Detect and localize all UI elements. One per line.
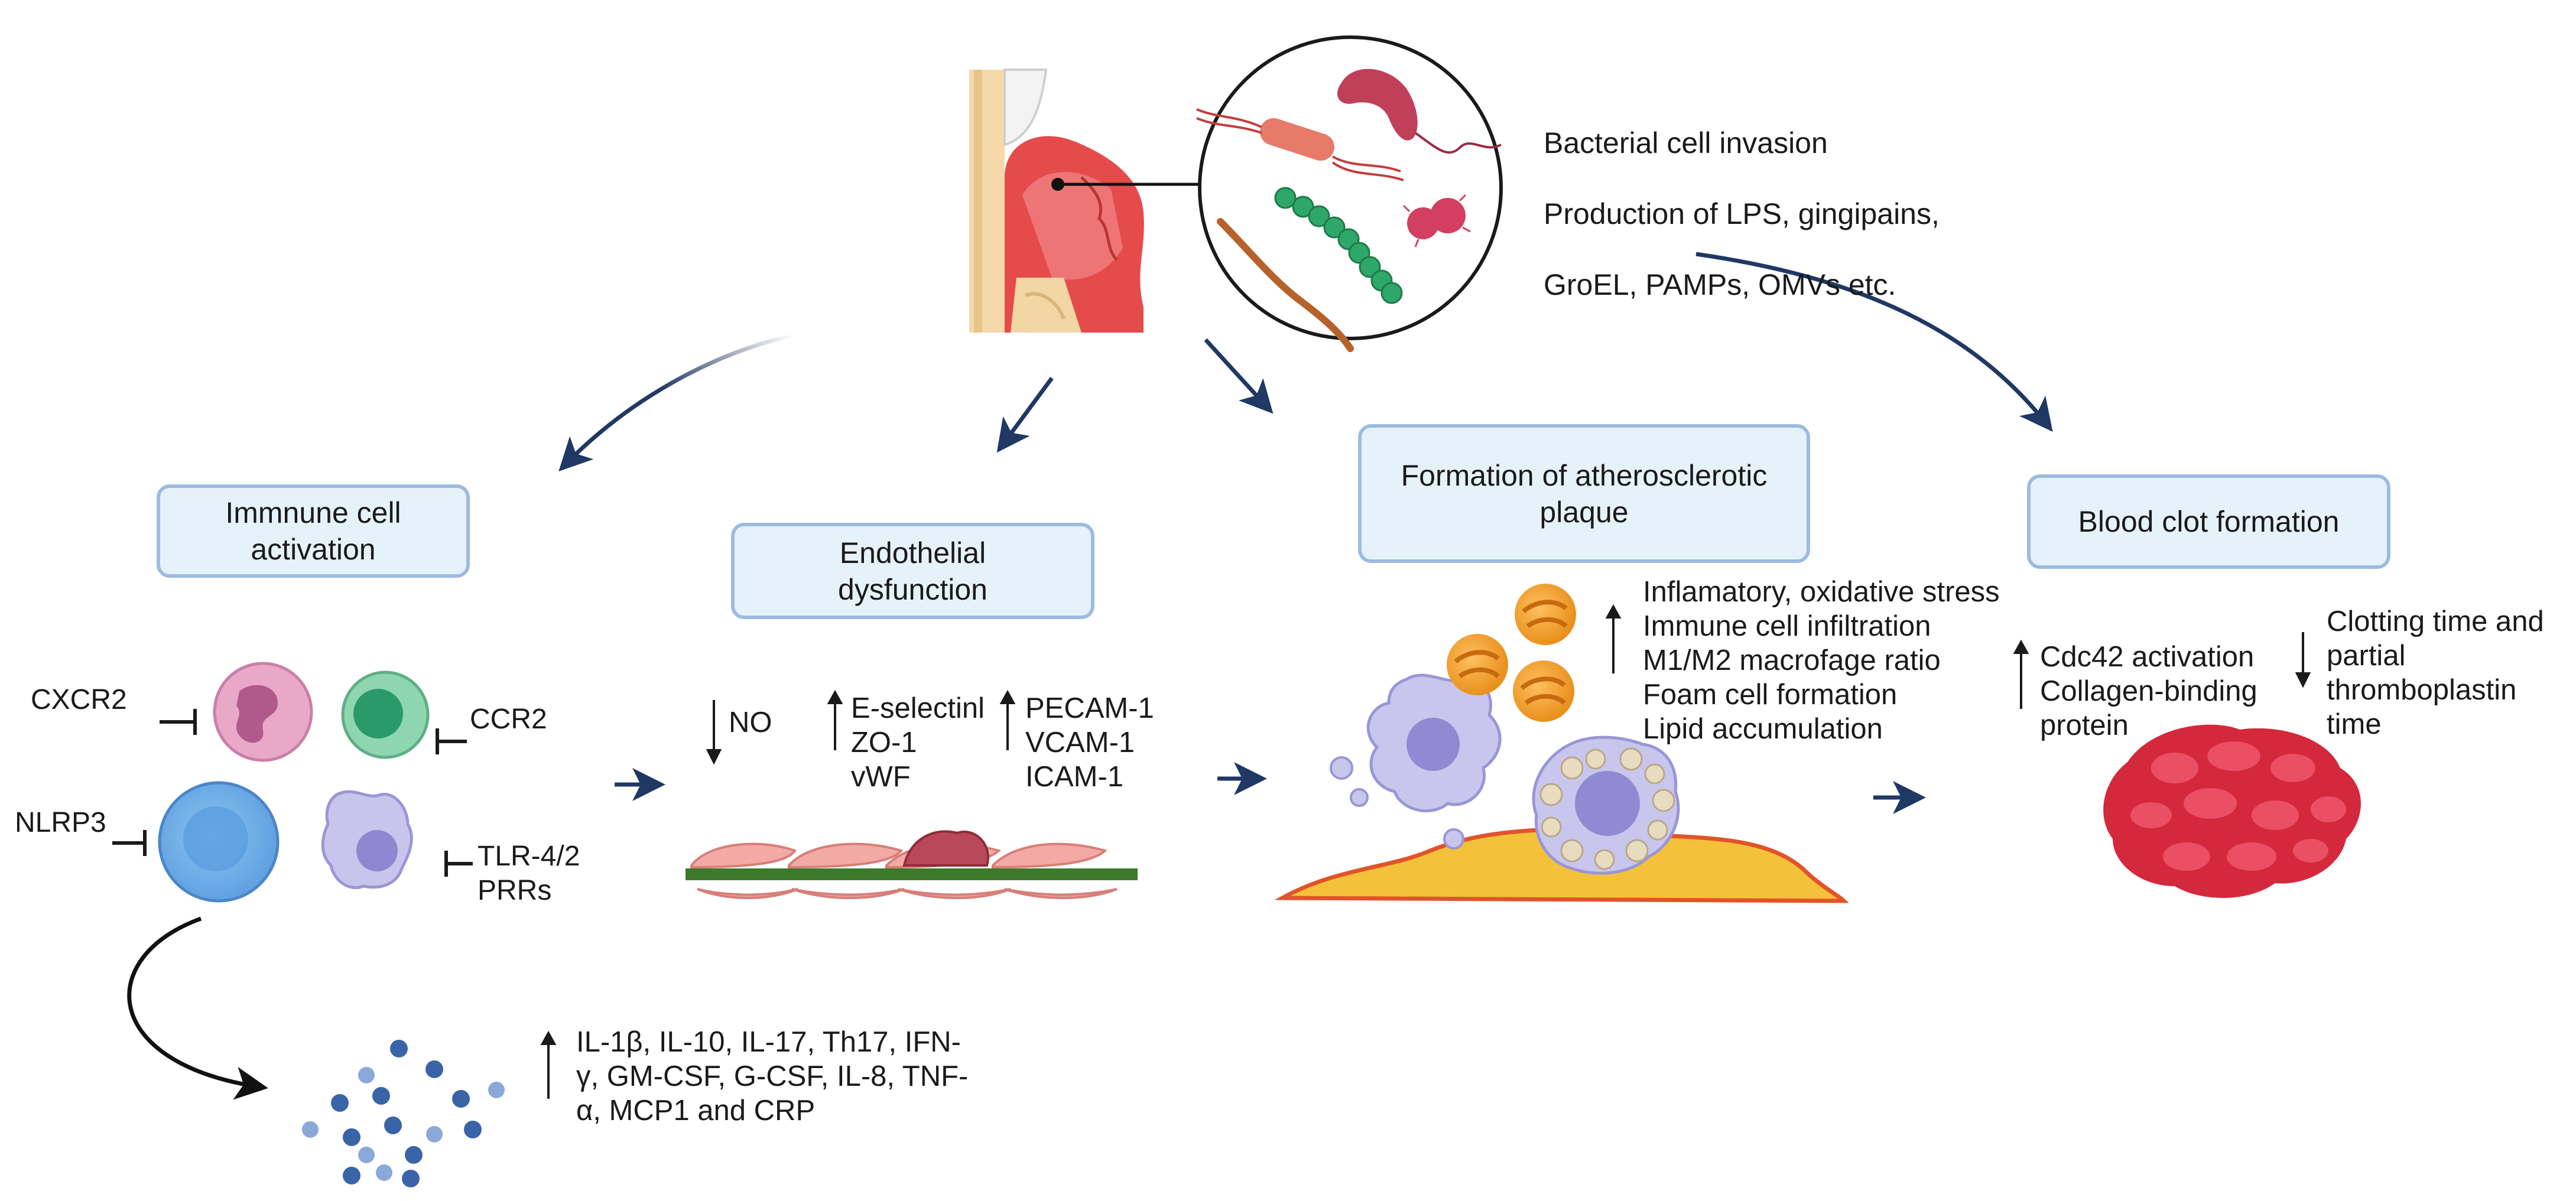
- bacteria-magnifier: [1196, 35, 1503, 352]
- bacteria-line-2: Production of LPS, gingipains,: [1544, 197, 1940, 230]
- inhibition-symbols: [112, 709, 473, 877]
- plaque-effects-list: Inflamatory, oxidative stress Immune cel…: [1643, 576, 2000, 745]
- clot-upregulated-list: Cdc42 activation Collagen-binding protei…: [2040, 641, 2257, 741]
- plaque-formation-label: Formation of atherosclerotic plaque: [1401, 458, 1768, 529]
- bacteria-line-1: Bacterial cell invasion: [1544, 126, 1828, 160]
- immune-activation-box: Immnune cell activation: [157, 484, 470, 578]
- endothelial-markers-1: E-selectinl ZO-1 vWF: [851, 692, 985, 793]
- blood-clot-illustration: [2103, 724, 2361, 898]
- endothelial-dysfunction-label: Endothelial dysfunction: [838, 536, 987, 606]
- immune-activation-label: Immnune cell activation: [225, 496, 401, 566]
- immune-cells: [158, 662, 430, 903]
- cytokine-particles: [302, 1040, 505, 1187]
- bacteria-invasion-text: Bacterial cell invasion Production of LP…: [1544, 90, 1940, 338]
- ccr2-label: CCR2: [470, 704, 547, 735]
- blood-clot-box: Blood clot formation: [2027, 474, 2390, 569]
- flow-arrows: [127, 252, 2053, 1100]
- cytokine-list: IL-1β, IL-10, IL-17, Th17, IFN- γ, GM-CS…: [576, 1026, 969, 1127]
- blood-clot-label: Blood clot formation: [2078, 505, 2340, 538]
- plaque-illustration: [1274, 584, 1849, 903]
- endothelial-markers-2: PECAM-1 VCAM-1 ICAM-1: [1025, 692, 1154, 793]
- endothelial-dysfunction-box: Endothelial dysfunction: [731, 523, 1094, 619]
- plaque-formation-box: Formation of atherosclerotic plaque: [1358, 424, 1810, 563]
- bacteria-line-3: GroEL, PAMPs, OMVs etc.: [1544, 268, 1896, 301]
- clot-downregulated-list: Clotting time and partial thromboplastin…: [2327, 606, 2544, 740]
- nlrp3-label: NLRP3: [15, 807, 106, 838]
- tlr-label: TLR-4/2: [477, 841, 580, 872]
- cxcr2-label: CXCR2: [31, 684, 127, 715]
- prrs-label: PRRs: [477, 875, 552, 906]
- tooth-gum-illustration: [969, 69, 1200, 333]
- change-indicator-arrows: [540, 604, 2311, 1099]
- endothelium-illustration: [686, 830, 1138, 899]
- no-label: NO: [729, 707, 772, 738]
